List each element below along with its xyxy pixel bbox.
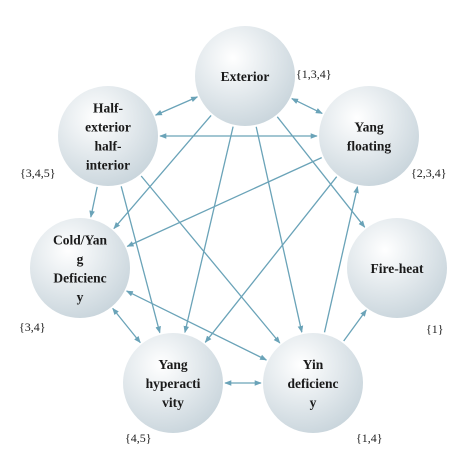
edge-cold-yang-deficiency-to-yang-hyperactivity [112, 307, 141, 344]
node-label-line: exterior [85, 120, 131, 135]
node-circle-yang-hyperactivity [123, 333, 223, 433]
node-half-exterior-half-interior: Half-exterior half-interior [58, 86, 158, 186]
node-yang-hyperactivity: Yang hyperacti vity [123, 333, 223, 433]
node-label-yang-floating: Yang floating [347, 120, 392, 154]
set-label-cold-yang-deficiency: {3,4} [19, 320, 46, 334]
node-label-yin-deficiency: Yin deficienc y [288, 357, 339, 410]
set-label-fire-heat: {1} [426, 322, 444, 336]
node-label-line: Exterior [221, 69, 270, 84]
node-exterior: Exterior [195, 26, 295, 126]
edge-exterior-to-yang-hyperactivity [183, 126, 234, 334]
edge-exterior-to-half-exterior-half-interior [154, 96, 199, 116]
node-label-line: Fire-heat [371, 261, 424, 276]
node-label-yang-hyperactivity: Yang hyperacti vity [146, 357, 201, 410]
node-label-line: interior [86, 158, 130, 173]
node-label-line: floating [347, 139, 392, 154]
node-label-line: Yin [303, 357, 324, 372]
set-label-yang-hyperactivity: {4,5} [125, 431, 152, 445]
edge-exterior-to-fire-heat [276, 116, 366, 228]
edge-exterior-to-cold-yang-deficiency [113, 114, 212, 230]
set-label-yin-deficiency: {1,4} [356, 431, 383, 445]
node-label-line: y [77, 290, 84, 305]
edge-half-exterior-half-interior-to-cold-yang-deficiency [89, 186, 98, 218]
node-label-line: hyperacti [146, 376, 201, 391]
edge-exterior-to-yin-deficiency [255, 126, 304, 333]
node-circle-half-exterior-half-interior [58, 86, 158, 186]
edges-layer [89, 96, 367, 386]
edge-yin-deficiency-to-fire-heat [343, 309, 367, 342]
node-circle-yin-deficiency [263, 333, 363, 433]
node-label-line: half- [95, 139, 122, 154]
node-circle-cold-yang-deficiency [30, 218, 130, 318]
node-yang-floating: Yang floating [319, 86, 419, 186]
node-label-line: Deficienc [53, 271, 106, 286]
node-label-fire-heat: Fire-heat [371, 261, 424, 276]
node-label-line: Half- [93, 101, 123, 116]
node-label-half-exterior-half-interior: Half-exterior half-interior [85, 101, 131, 173]
set-label-half-exterior-half-interior: {3,4,5} [20, 166, 56, 180]
node-circle-yang-floating [319, 86, 419, 186]
edge-yin-deficiency-to-yang-floating [323, 186, 359, 333]
node-label-line: vity [162, 395, 184, 410]
set-label-yang-floating: {2,3,4} [411, 166, 447, 180]
node-label-exterior: Exterior [221, 69, 270, 84]
node-label-line: Cold/Yan [53, 233, 108, 248]
set-label-exterior: {1,3,4} [296, 67, 332, 81]
node-label-line: g [77, 252, 84, 267]
node-label-line: y [310, 395, 317, 410]
node-circle-fire-heat [347, 218, 447, 318]
edge-exterior-to-yang-floating [291, 98, 323, 114]
node-label-line: deficienc [288, 376, 339, 391]
node-label-line: Yang [158, 357, 188, 372]
edge-cold-yang-deficiency-to-yin-deficiency [125, 290, 268, 361]
edge-half-exterior-half-interior-to-yin-deficiency [140, 175, 281, 344]
set-labels-layer: {1,3,4} {3,4,5} {2,3,4} {3,4} {1} {4,5} {1,4} [19, 67, 447, 445]
edge-yang-floating-to-cold-yang-deficiency [126, 157, 322, 247]
node-label-line: Yang [354, 120, 384, 135]
node-yin-deficiency: Yin deficienc y [263, 333, 363, 433]
node-fire-heat: Fire-heat [347, 218, 447, 318]
node-circle-exterior [195, 26, 295, 126]
